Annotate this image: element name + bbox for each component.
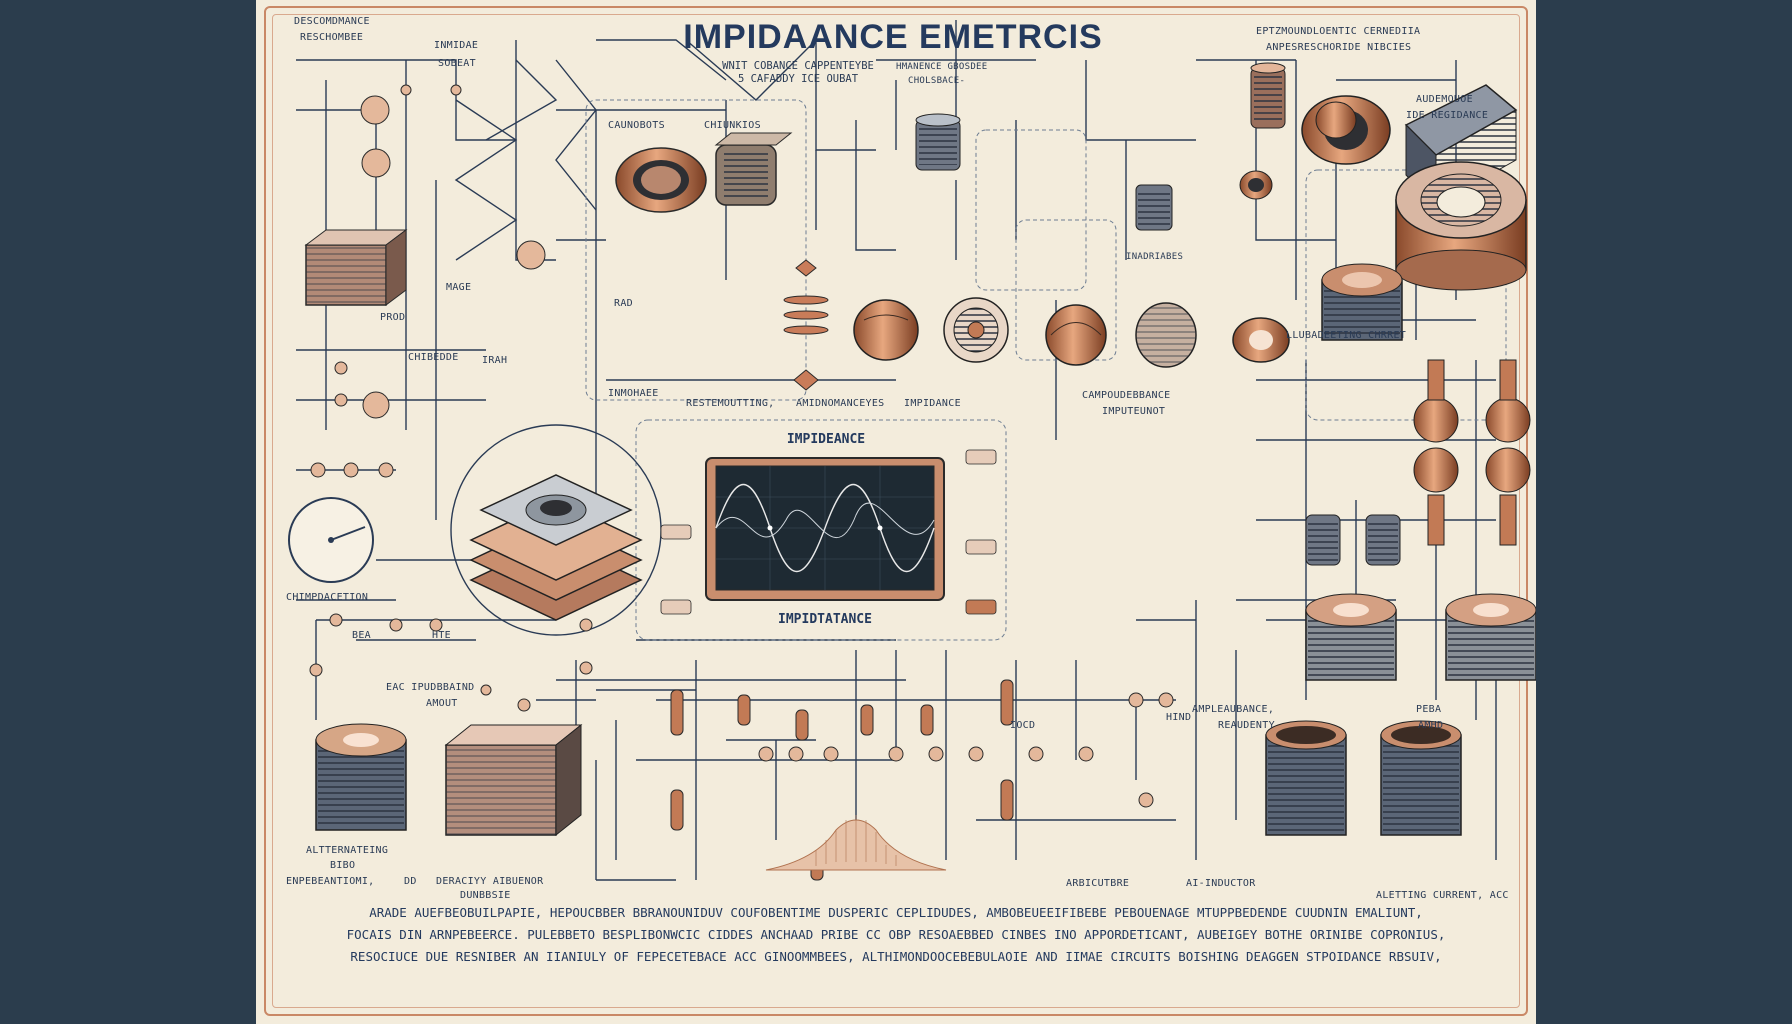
label-top-right-2: ANPESRESCHORIDE NIBCIES xyxy=(1266,42,1412,53)
footer-line: FOCAIS DIN ARNPEBEERCE. PULEBBETO BESPLI… xyxy=(346,926,1446,942)
label-dd: DD xyxy=(404,876,417,887)
footer-paragraph: ARADE AUEFBEOBUILPAPIE, HEPOUCBBER BBRAN… xyxy=(286,902,1506,968)
label-deracity: DERACIYY AIBUENOR xyxy=(436,876,544,887)
components xyxy=(288,62,1536,881)
screen-caption: IMPIDTATANCE xyxy=(778,612,872,627)
poster-subtitle: WNIT COBANCE CAPPENTEYBE 5 CAFADDY ICE O… xyxy=(648,60,948,86)
label-right-2: IDE REGIDANCE xyxy=(1406,110,1489,121)
label-amout: AMOUT xyxy=(426,698,458,709)
subtitle-line: 5 CAFADDY ICE OUBAT xyxy=(737,73,859,86)
label-arbicutbre: ARBICUTBRE xyxy=(1066,878,1130,889)
label-chimpdacetion: CHIMPDACETION xyxy=(286,592,369,603)
label-amhd: AMHD xyxy=(1418,720,1444,731)
label-amandeneyes: AMIDNOMANCEYES xyxy=(796,398,885,409)
label-top-center-2: CHOLSBACE- xyxy=(908,76,966,86)
poster: IMPIDAANCE EMETRCIS WNIT COBANCE CAPPENT… xyxy=(256,0,1536,1024)
label-chibedde: CHIBEDDE xyxy=(408,352,459,363)
label-hind: HIND xyxy=(1166,712,1192,723)
circuit-artwork xyxy=(288,20,1536,881)
label-top-right-1: EPTZMOUNDLOENTIC CERNEDIIA xyxy=(1256,26,1421,37)
label-prod: PROD xyxy=(380,312,406,323)
label-bea: BEA xyxy=(352,630,371,641)
label-alternating: ALETTING CURRENT, ACC xyxy=(1376,890,1509,901)
label-iocd: IOCD xyxy=(1010,720,1036,731)
screen-title: IMPIDEANCE xyxy=(786,432,866,447)
terminals xyxy=(309,84,593,712)
label-top-center-1: HMANENCE GBOSDEE xyxy=(896,62,988,72)
label-inadriabes: INADRIABES xyxy=(1126,252,1184,262)
label-enpebeation: ENPEBEANTIOMI, xyxy=(286,876,375,887)
label-top-left-1: DESCOMDMANCE xyxy=(294,16,370,27)
oscilloscope xyxy=(660,449,997,615)
label-reaudenty: REAUDENTY xyxy=(1218,720,1275,731)
label-altternateing: ALTTERNATEING xyxy=(306,845,389,856)
label-llubadeting: LLUBADEETING CHRRET xyxy=(1286,330,1407,341)
label-cununkios: CHIUNKIOS xyxy=(704,120,761,131)
label-inmode: INMIDAE xyxy=(434,40,479,51)
label-irah: IRAH xyxy=(482,355,508,366)
label-right-1: AUDEMOUOE xyxy=(1416,94,1473,105)
bead-chain xyxy=(1413,359,1531,546)
diamond-column xyxy=(783,259,829,391)
stacked-plates xyxy=(450,424,662,636)
label-rad: RAD xyxy=(614,298,633,309)
label-ampleaubance: AMPLEAUBANCE, xyxy=(1192,704,1275,715)
label-nmboiebe: INMOHAEE xyxy=(608,388,659,399)
bell-curve xyxy=(765,815,947,871)
resistor-row xyxy=(670,679,1174,881)
label-dunbbsie: DUNBBSIE xyxy=(460,890,511,901)
subtitle-line: WNIT COBANCE CAPPENTEYBE xyxy=(722,60,874,72)
label-eac: EAC IPUDBBAIND xyxy=(386,682,475,693)
label-cabobots: CAUNOBOTS xyxy=(608,120,665,131)
poster-title: IMPIDAANCE EMETRCIS xyxy=(683,18,1103,56)
label-top-left-2: RESCHOMBEE xyxy=(300,32,364,43)
poster-frame-inner xyxy=(272,14,1520,1008)
gauge-dial xyxy=(288,497,374,583)
label-peba: PEBA xyxy=(1416,704,1442,715)
label-campou: CAMPOUDEBBANCE xyxy=(1082,390,1171,401)
footer-line: RESOCIUCE DUE RESNIBER AN IIANIULY OF FE… xyxy=(350,948,1442,964)
footer-line: ARADE AUEFBEOBUILPAPIE, HEPOUCBBER BBRAN… xyxy=(369,905,1423,920)
label-restrictive: RESTEMOUTTING, xyxy=(686,398,775,409)
poster-frame-outer xyxy=(264,6,1528,1016)
label-imbideance-small: IMPIDANCE xyxy=(904,398,961,409)
label-mage: MAGE xyxy=(446,282,472,293)
label-indutor: AI-INDUCTOR xyxy=(1186,878,1256,889)
label-sobeat: SOBEAT xyxy=(438,58,476,69)
label-hte: HTE xyxy=(432,630,451,641)
label-bibo: BIBO xyxy=(330,860,356,871)
label-imputeunot: IMPUTEUNOT xyxy=(1102,406,1166,417)
